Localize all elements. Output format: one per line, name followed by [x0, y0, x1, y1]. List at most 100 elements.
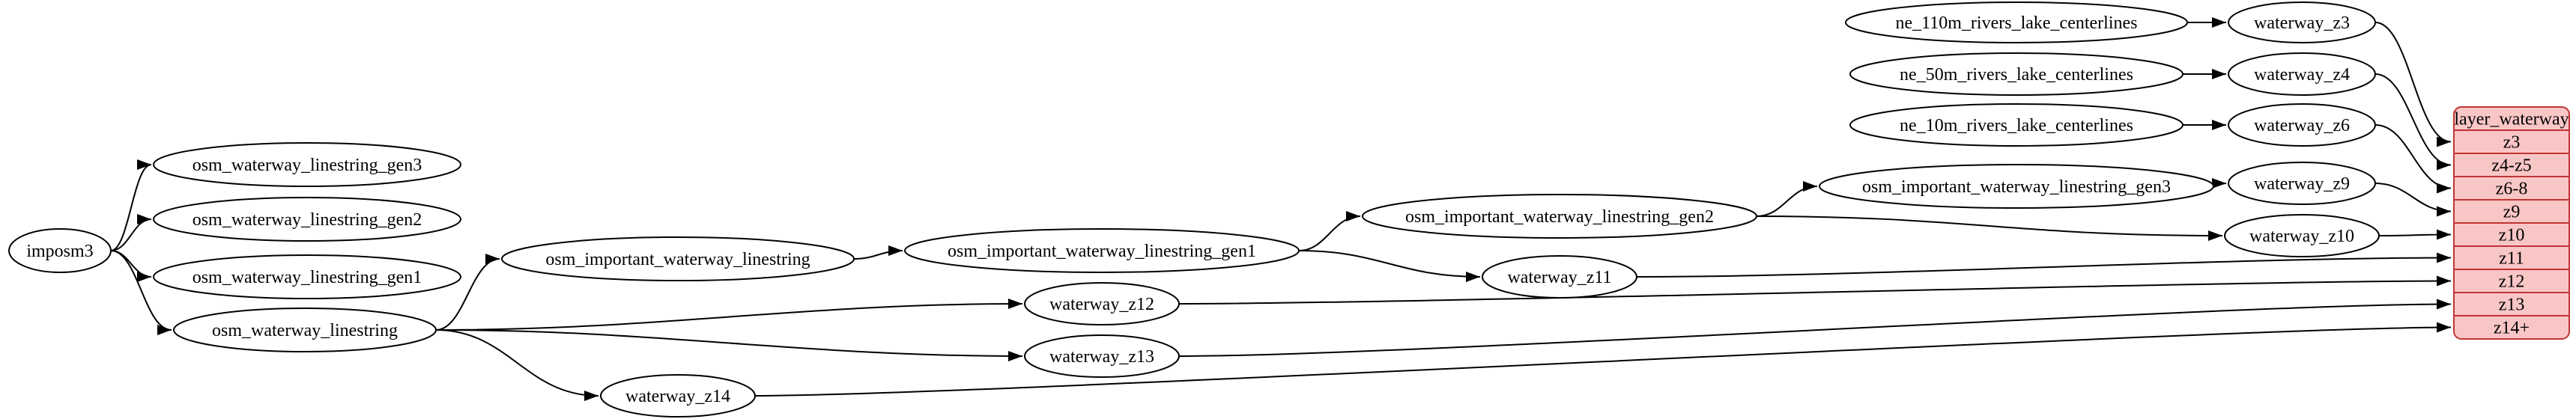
node-label-waterway_z10: waterway_z10 — [2249, 227, 2354, 246]
node-waterway_z11: waterway_z11 — [1482, 255, 1637, 299]
node-label-waterway_z9: waterway_z9 — [2254, 174, 2350, 194]
edge-imposm3-to-osm_waterway_linestring_gen3 — [110, 159, 152, 251]
node-osm_important_waterway_linestring_gen3: osm_important_waterway_linestring_gen3 — [1819, 164, 2214, 209]
node-label-osm_waterway_linestring_gen3: osm_waterway_linestring_gen3 — [193, 156, 422, 175]
edge-osm_important_waterway_linestring_gen2-to-waterway_z10 — [1756, 215, 2223, 241]
edge-waterway_z3-to-z3 — [2375, 22, 2452, 147]
node-osm_waterway_linestring_gen3: osm_waterway_linestring_gen3 — [153, 142, 461, 187]
edge-waterway_z9-to-z9 — [2375, 183, 2452, 217]
node-osm_important_waterway_linestring: osm_important_waterway_linestring — [501, 236, 855, 281]
record-row-z6-8: z6-8 — [2496, 180, 2528, 199]
node-waterway_z13: waterway_z13 — [1024, 334, 1180, 378]
edge-osm_important_waterway_linestring-to-osm_important_waterway_linestring_gen1 — [853, 245, 903, 260]
node-ne_50m_rivers_lake_centerlines: ne_50m_rivers_lake_centerlines — [1849, 52, 2183, 96]
node-waterway_z6: waterway_z6 — [2228, 103, 2376, 147]
node-label-ne_50m_rivers_lake_centerlines: ne_50m_rivers_lake_centerlines — [1900, 65, 2133, 85]
node-label-ne_10m_rivers_lake_centerlines: ne_10m_rivers_lake_centerlines — [1900, 116, 2133, 135]
node-label-osm_waterway_linestring_gen2: osm_waterway_linestring_gen2 — [193, 210, 422, 230]
node-ellipse-osm_important_waterway_linestring_gen2 — [1362, 194, 1757, 239]
node-osm_important_waterway_linestring_gen1: osm_important_waterway_linestring_gen1 — [904, 228, 1300, 273]
node-osm_waterway_linestring_gen1: osm_waterway_linestring_gen1 — [153, 254, 461, 299]
record-layer_waterway: layer_waterway z3 z4-z5 z6-8 z9 z10 z11 z12 z13 z… — [2453, 106, 2570, 340]
edge-osm_waterway_linestring-to-waterway_z12 — [435, 299, 1023, 331]
node-label-osm_important_waterway_linestring_gen2: osm_important_waterway_linestring_gen2 — [1405, 207, 1714, 227]
node-label-osm_waterway_linestring: osm_waterway_linestring — [212, 321, 398, 340]
edge-imposm3-to-osm_waterway_linestring — [110, 250, 172, 335]
edge-waterway_z12-to-z12 — [1178, 275, 2452, 305]
node-ellipse-waterway_z14 — [600, 374, 756, 418]
nodes-layer: imposm3 osm_waterway_linestring_gen3 osm_w… — [8, 1, 2380, 418]
node-waterway_z10: waterway_z10 — [2224, 214, 2380, 257]
record-row-z9: z9 — [2503, 203, 2521, 222]
edge-osm_important_waterway_linestring_gen1-to-osm_important_waterway_linestring_gen2 — [1298, 211, 1361, 251]
node-ellipse-waterway_z13 — [1024, 334, 1180, 378]
node-ellipse-osm_waterway_linestring_gen1 — [153, 254, 461, 299]
node-ne_10m_rivers_lake_centerlines: ne_10m_rivers_lake_centerlines — [1849, 103, 2183, 147]
node-ellipse-osm_important_waterway_linestring_gen3 — [1819, 164, 2214, 209]
node-label-osm_important_waterway_linestring: osm_important_waterway_linestring — [545, 250, 810, 269]
node-label-waterway_z11: waterway_z11 — [1507, 268, 1611, 287]
record-row-z4-z5: z4-z5 — [2491, 156, 2531, 176]
node-ellipse-waterway_z12 — [1024, 282, 1180, 325]
record-row-z11: z11 — [2499, 249, 2524, 269]
edge-waterway_z4-to-z4-z5 — [2375, 73, 2452, 171]
edge-osm_important_waterway_linestring_gen1-to-waterway_z11 — [1298, 250, 1481, 282]
edge-waterway_z6-to-z6-8 — [2375, 124, 2452, 194]
node-waterway_z14: waterway_z14 — [600, 374, 756, 418]
node-label-waterway_z12: waterway_z12 — [1049, 295, 1154, 314]
record-row-z13: z13 — [2499, 296, 2525, 315]
node-ellipse-ne_10m_rivers_lake_centerlines — [1849, 103, 2183, 147]
node-waterway_z4: waterway_z4 — [2228, 52, 2376, 96]
edge-osm_important_waterway_linestring_gen3-to-waterway_z9 — [2211, 178, 2227, 189]
node-ellipse-ne_110m_rivers_lake_centerlines — [1845, 1, 2188, 43]
record-row-z12: z12 — [2499, 272, 2525, 292]
node-ellipse-osm_waterway_linestring_gen2 — [153, 197, 461, 242]
edge-imposm3-to-osm_waterway_linestring_gen2 — [110, 214, 152, 251]
node-label-osm_waterway_linestring_gen1: osm_waterway_linestring_gen1 — [193, 268, 422, 287]
node-ellipse-waterway_z10 — [2224, 214, 2380, 257]
record-row-z10: z10 — [2499, 226, 2525, 245]
node-label-waterway_z4: waterway_z4 — [2254, 65, 2350, 85]
node-ellipse-imposm3 — [8, 228, 112, 273]
node-waterway_z9: waterway_z9 — [2228, 162, 2376, 205]
node-label-waterway_z14: waterway_z14 — [625, 387, 730, 406]
edge-waterway_z13-to-z13 — [1178, 299, 2452, 357]
edge-osm_waterway_linestring-to-waterway_z14 — [435, 329, 599, 401]
node-ellipse-waterway_z11 — [1482, 255, 1637, 299]
edge-osm_important_waterway_linestring_gen2-to-osm_important_waterway_linestring_gen3 — [1756, 181, 1818, 217]
edge-waterway_z11-to-z11 — [1636, 252, 2452, 278]
node-ellipse-waterway_z9 — [2228, 162, 2376, 205]
node-ellipse-waterway_z3 — [2228, 1, 2376, 43]
node-label-imposm3: imposm3 — [26, 242, 93, 261]
node-ellipse-osm_waterway_linestring — [173, 308, 437, 352]
node-ellipse-waterway_z4 — [2228, 52, 2376, 96]
node-osm_waterway_linestring_gen2: osm_waterway_linestring_gen2 — [153, 197, 461, 242]
node-waterway_z3: waterway_z3 — [2228, 1, 2376, 43]
node-ellipse-osm_important_waterway_linestring_gen1 — [904, 228, 1300, 273]
node-ellipse-waterway_z6 — [2228, 103, 2376, 147]
edges-layer — [110, 17, 2452, 401]
record-row-z14+: z14+ — [2494, 319, 2530, 338]
record-title: layer_waterway — [2454, 110, 2569, 129]
node-label-osm_important_waterway_linestring_gen3: osm_important_waterway_linestring_gen3 — [1862, 177, 2171, 197]
node-imposm3: imposm3 — [8, 228, 112, 273]
node-ellipse-osm_waterway_linestring_gen3 — [153, 142, 461, 187]
edge-waterway_z10-to-z10 — [2378, 229, 2452, 240]
node-osm_waterway_linestring: osm_waterway_linestring — [173, 308, 437, 352]
node-ne_110m_rivers_lake_centerlines: ne_110m_rivers_lake_centerlines — [1845, 1, 2188, 43]
edge-osm_waterway_linestring-to-waterway_z13 — [435, 329, 1023, 361]
node-waterway_z12: waterway_z12 — [1024, 282, 1180, 325]
node-label-waterway_z6: waterway_z6 — [2254, 116, 2350, 135]
edge-osm_waterway_linestring-to-osm_important_waterway_linestring — [435, 254, 500, 331]
record-row-z3: z3 — [2503, 133, 2521, 153]
node-ellipse-osm_important_waterway_linestring — [501, 236, 855, 281]
edge-imposm3-to-osm_waterway_linestring_gen1 — [110, 250, 152, 282]
edge-waterway_z14-to-z14+ — [754, 322, 2452, 397]
node-label-ne_110m_rivers_lake_centerlines: ne_110m_rivers_lake_centerlines — [1896, 13, 2138, 33]
node-label-waterway_z3: waterway_z3 — [2254, 13, 2350, 33]
node-label-waterway_z13: waterway_z13 — [1049, 347, 1154, 367]
node-label-osm_important_waterway_linestring_gen1: osm_important_waterway_linestring_gen1 — [948, 242, 1256, 261]
node-ellipse-ne_50m_rivers_lake_centerlines — [1849, 52, 2183, 96]
